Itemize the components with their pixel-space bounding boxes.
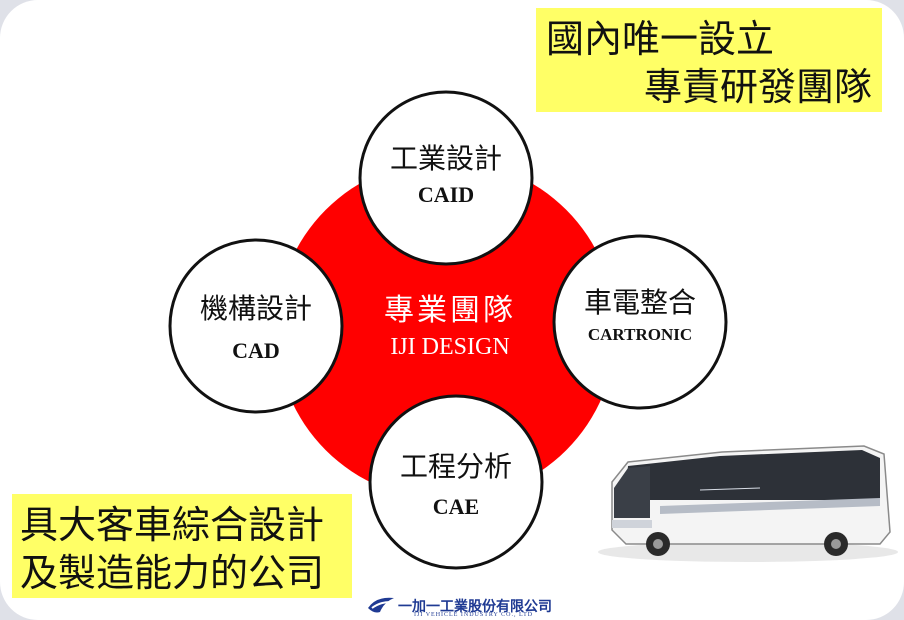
hub-title-en: IJI DESIGN [390, 334, 509, 360]
node-caid-title: 工業設計 [390, 142, 502, 175]
node-cad-title: 機構設計 [200, 292, 312, 325]
hub-title-zh: 專業團隊 [384, 293, 516, 328]
node-cartronic-title: 車電整合 [584, 286, 696, 319]
node-cae-title: 工程分析 [400, 450, 512, 483]
callout-bottom-line2: 及製造能力的公司 [20, 550, 325, 595]
bus-image [598, 445, 898, 562]
hub-circle [276, 160, 616, 500]
node-cad-sub: CAD [232, 338, 280, 363]
node-cartronic: 車電整合 CARTRONIC [552, 234, 728, 410]
footer-company-name: 一加一工業股份有限公司 [398, 599, 552, 615]
callout-top-line1: 國內唯一設立 [546, 17, 775, 61]
callout-bottom-line1: 具大客車綜合設計 [20, 503, 325, 547]
node-caid-sub: CAID [418, 182, 474, 207]
footer-company-name-en: IJI VEHICLE INDUSTRY CO., LTD [414, 612, 534, 618]
node-cartronic-sub: CARTRONIC [588, 325, 692, 344]
callout-capability: 具大客車綜合設計 及製造能力的公司 [12, 494, 352, 598]
node-cae: 工程分析 CAE [368, 394, 544, 570]
node-cae-sub: CAE [433, 494, 479, 519]
company-logo-icon [368, 597, 394, 613]
callout-top-line2: 專責研發團隊 [643, 64, 872, 109]
callout-unique-team: 國內唯一設立 專責研發團隊 [536, 8, 882, 112]
node-caid: 工業設計 CAID [358, 90, 534, 266]
node-cad: 機構設計 CAD [168, 238, 344, 414]
